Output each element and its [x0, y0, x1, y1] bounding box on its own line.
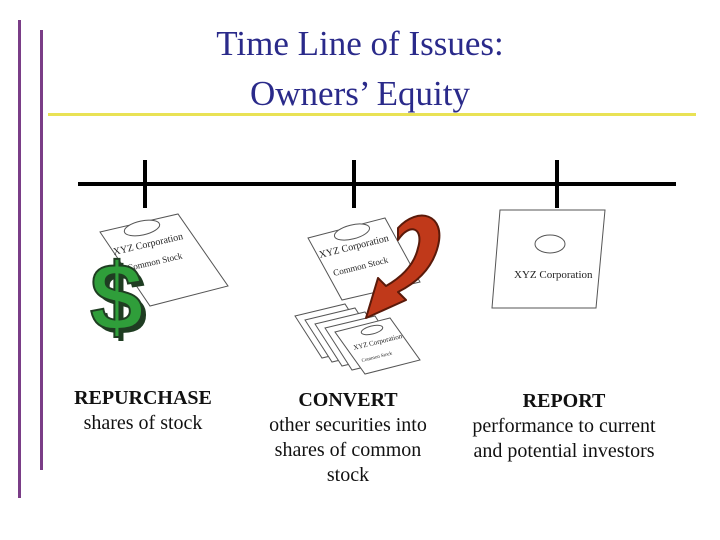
column-convert: CONVERT other securities into shares of … [262, 388, 434, 488]
column-repurchase-body: shares of stock [83, 412, 203, 434]
certificate-right-title: XYZ Corporation [514, 269, 593, 281]
column-report-heading: REPORT [522, 390, 606, 412]
column-convert-body: other securities into shares of common s… [269, 414, 427, 486]
column-report-body: performance to current and potential inv… [472, 415, 656, 462]
stock-certificate-middle: XYZ Corporation Common Stock [307, 217, 421, 301]
dollar-sign-icon: $ $ [89, 243, 147, 355]
svg-text:$: $ [90, 244, 143, 351]
column-report: REPORT performance to current and potent… [462, 389, 666, 464]
curved-arrow-icon [365, 214, 441, 319]
stock-certificate-left: XYZ Corporation Common Stock [99, 213, 229, 307]
stock-certificate-stack: XYZ Corporation Common Stock [294, 303, 421, 375]
timeline [78, 160, 676, 208]
column-repurchase: REPURCHASE shares of stock [48, 386, 238, 436]
column-repurchase-heading: REPURCHASE [74, 387, 212, 409]
title-underline [48, 113, 696, 116]
accent-bar-outer [18, 20, 21, 498]
column-convert-heading: CONVERT [298, 389, 398, 411]
accent-bar-inner [40, 30, 43, 470]
svg-text:$: $ [94, 248, 147, 355]
stock-certificate-right: XYZ Corporation [491, 209, 606, 309]
page-title-line-1: Time Line of Issues: [216, 24, 504, 63]
page-title-line-2: Owners’ Equity [250, 74, 470, 113]
